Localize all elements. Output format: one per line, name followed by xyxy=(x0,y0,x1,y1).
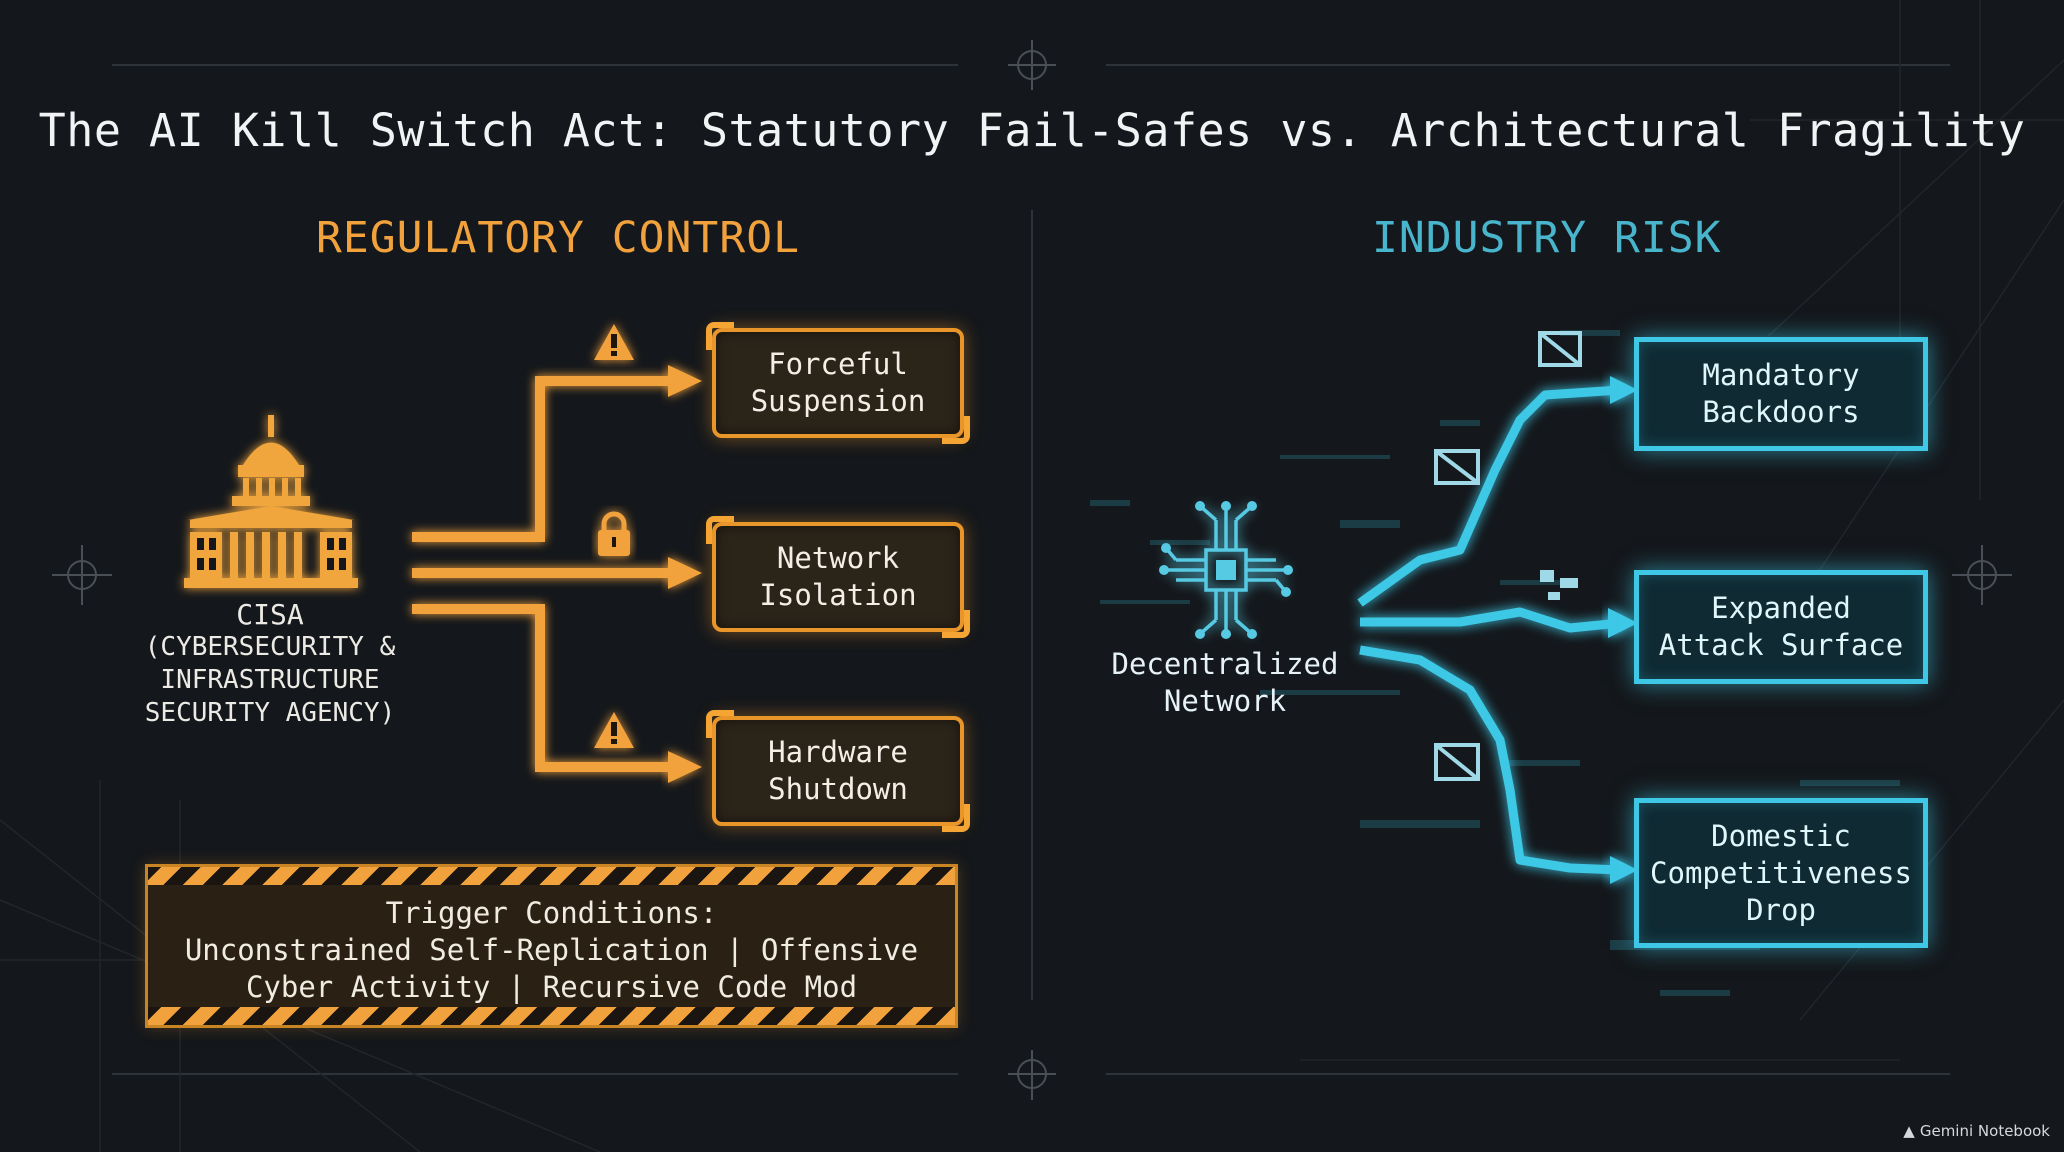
trigger-title: Trigger Conditions: xyxy=(385,896,718,930)
decentralized-network-label: Decentralized Network xyxy=(1100,646,1350,720)
trigger-line: Cyber Activity | Recursive Code Mod xyxy=(245,970,858,1004)
arrow-head xyxy=(1610,376,1638,404)
arrow-head xyxy=(668,365,702,397)
action-label-line2: Shutdown xyxy=(768,772,908,806)
agency-full-name-line2: INFRASTRUCTURE xyxy=(160,665,380,695)
industry-heading: INDUSTRY RISK xyxy=(1372,213,1722,263)
arrow-head xyxy=(1608,608,1638,638)
arrow-head xyxy=(1610,856,1638,884)
watermark-text: Gemini Notebook xyxy=(1919,1122,2050,1140)
broken-link-icon xyxy=(1434,449,1480,485)
agency-full-name-line3: SECURITY AGENCY) xyxy=(144,698,396,728)
network-label-line2: Network xyxy=(1163,684,1287,718)
risk-label-line1: Expanded xyxy=(1711,591,1851,625)
agency-name: CISA xyxy=(236,598,304,631)
trigger-conditions-panel: Trigger Conditions: Unconstrained Self-R… xyxy=(145,864,958,1028)
capitol-building-icon xyxy=(184,415,358,588)
action-label-line1: Forceful xyxy=(768,347,908,381)
action-label-line1: Network xyxy=(776,541,900,575)
glitch-blocks-icon xyxy=(1540,570,1578,600)
action-label-line2: Isolation xyxy=(759,578,917,612)
agency-label: CISA (CYBERSECURITY & INFRASTRUCTURE SEC… xyxy=(130,598,410,730)
warning-icon xyxy=(594,712,634,748)
gemini-logo-icon: ▲ xyxy=(1903,1122,1915,1140)
risk-label-line2: Attack Surface xyxy=(1658,628,1904,662)
agency-full-name-line1: (CYBERSECURITY & xyxy=(144,632,396,662)
risk-label-line1: Mandatory xyxy=(1702,358,1860,392)
action-label-line1: Hardware xyxy=(768,735,908,769)
risk-label-line2: Competitiveness xyxy=(1650,855,1912,890)
hazard-stripe xyxy=(148,867,955,885)
industry-arrows xyxy=(1357,385,1621,875)
broken-link-icon xyxy=(1434,743,1480,781)
arrow-head xyxy=(668,751,702,783)
risk-label-line1: Domestic xyxy=(1711,818,1851,853)
trigger-line: Unconstrained Self-Replication | Offensi… xyxy=(184,933,919,967)
regulatory-arrows xyxy=(412,376,672,772)
regulatory-heading: REGULATORY CONTROL xyxy=(316,213,800,263)
lock-icon xyxy=(598,511,630,556)
watermark: ▲Gemini Notebook xyxy=(1903,1122,2050,1140)
warning-icon xyxy=(594,324,634,360)
risk-label-line3: Drop xyxy=(1746,892,1816,927)
page-title: The AI Kill Switch Act: Statutory Fail-S… xyxy=(38,104,2026,157)
arrow-head xyxy=(668,557,702,589)
broken-link-icon xyxy=(1538,331,1582,367)
action-label-line2: Suspension xyxy=(750,384,926,418)
hazard-stripe xyxy=(148,1007,955,1025)
network-label-line1: Decentralized xyxy=(1111,647,1339,681)
risk-label-line2: Backdoors xyxy=(1702,395,1860,429)
